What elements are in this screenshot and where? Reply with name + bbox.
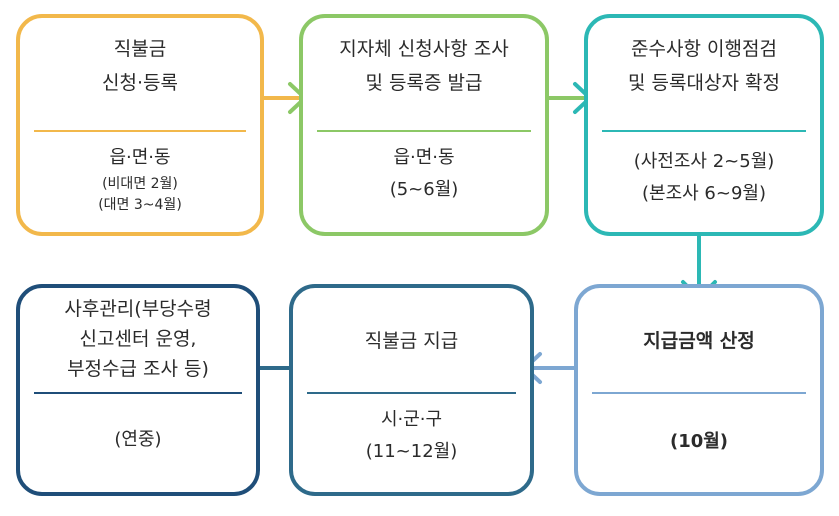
step1-divider	[34, 130, 246, 132]
step2-title: 지자체 신청사항 조사 및 등록증 발급	[303, 32, 545, 100]
step6-divider	[34, 392, 242, 394]
step2-agency: 읍·면·동	[393, 147, 455, 168]
step2-title-line2: 및 등록증 발급	[365, 72, 483, 94]
step3-period-1: (사전조사 2~5월)	[633, 151, 775, 172]
step2-box: 지자체 신청사항 조사 및 등록증 발급 읍·면·동 (5~6월)	[299, 14, 549, 236]
step1-title-line1: 직불금	[113, 38, 167, 60]
step3-box: 준수사항 이행점검 및 등록대상자 확정 (사전조사 2~5월) (본조사 6~…	[584, 14, 824, 236]
step6-title-line3: 부정수급 조사 등)	[67, 358, 209, 380]
step5-title-line1: 직불금 지급	[364, 330, 459, 352]
step4-sub: (10월)	[578, 426, 820, 458]
step1-title: 직불금 신청·등록	[20, 32, 260, 100]
step6-box: 사후관리(부당수령 신고센터 운영, 부정수급 조사 등) (연중)	[16, 284, 260, 496]
step6-sub: (연중)	[20, 424, 256, 456]
step5-divider	[307, 392, 516, 394]
step5-box: 직불금 지급 시·군·구 (11~12월)	[289, 284, 534, 496]
step2-title-line1: 지자체 신청사항 조사	[339, 38, 509, 60]
step1-note-1: (비대면 2월)	[102, 176, 178, 192]
step6-period: (연중)	[114, 429, 162, 450]
step4-divider	[592, 392, 806, 394]
step4-title: 지급금액 산정	[578, 324, 820, 358]
step3-sub: (사전조사 2~5월) (본조사 6~9월)	[588, 146, 820, 210]
step1-note-2: (대면 3~4월)	[98, 197, 182, 213]
step3-divider	[602, 130, 806, 132]
step3-period-2: (본조사 6~9월)	[642, 183, 766, 204]
step6-title-line1: 사후관리(부당수령	[64, 298, 212, 320]
step1-box: 직불금 신청·등록 읍·면·동 (비대면 2월) (대면 3~4월)	[16, 14, 264, 236]
step5-period: (11~12월)	[365, 441, 458, 462]
step1-title-line2: 신청·등록	[102, 72, 178, 94]
step5-title: 직불금 지급	[293, 324, 530, 358]
step4-period: (10월)	[669, 431, 729, 452]
step6-title-line2: 신고센터 운영,	[79, 328, 197, 350]
step1-agency: 읍·면·동	[109, 147, 171, 168]
step2-period: (5~6월)	[389, 179, 459, 200]
step1-sub: 읍·면·동 (비대면 2월) (대면 3~4월)	[20, 142, 260, 216]
step4-title-line1: 지급금액 산정	[643, 330, 755, 352]
step2-divider	[317, 130, 531, 132]
step4-box: 지급금액 산정 (10월)	[574, 284, 824, 496]
step5-sub: 시·군·구 (11~12월)	[293, 404, 530, 468]
step2-sub: 읍·면·동 (5~6월)	[303, 142, 545, 206]
step3-title-line1: 준수사항 이행점검	[631, 38, 777, 60]
step6-title: 사후관리(부당수령 신고센터 운영, 부정수급 조사 등)	[20, 294, 256, 384]
step3-title: 준수사항 이행점검 및 등록대상자 확정	[588, 32, 820, 100]
step5-agency: 시·군·구	[380, 409, 443, 430]
step3-title-line2: 및 등록대상자 확정	[628, 72, 780, 94]
